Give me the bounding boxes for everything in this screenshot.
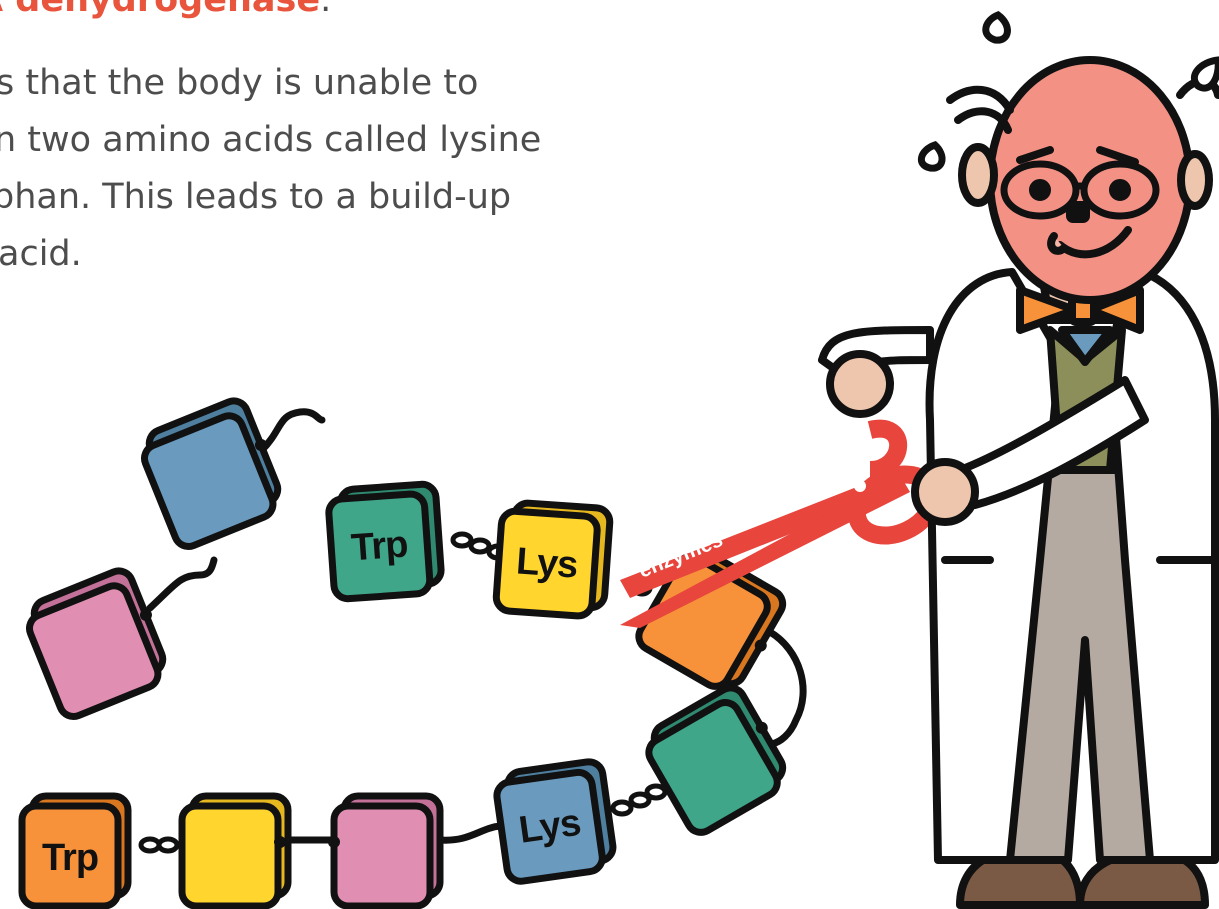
pink-block-bottom bbox=[328, 796, 440, 906]
right-hand bbox=[915, 462, 975, 522]
sweat-drop-right bbox=[1194, 60, 1218, 88]
pink-block-loose bbox=[21, 564, 177, 720]
trp-label-bottom: Trp bbox=[42, 837, 98, 879]
yellow-block-bottom bbox=[182, 796, 288, 906]
lys-label-top: Lys bbox=[515, 540, 579, 586]
eye-left bbox=[1033, 183, 1047, 197]
left-hand bbox=[830, 354, 890, 414]
nose bbox=[1070, 205, 1086, 219]
trp-label-top: Trp bbox=[350, 524, 409, 570]
chain-orange-teal bbox=[770, 632, 803, 744]
loose-chain-pink bbox=[150, 560, 214, 608]
lys-block-bottom: Lys bbox=[494, 760, 616, 883]
sweat-drop-top bbox=[986, 15, 1008, 40]
lys-label-bottom: Lys bbox=[516, 802, 582, 852]
ring bbox=[159, 839, 177, 851]
ring bbox=[453, 534, 471, 546]
ear-right bbox=[1181, 154, 1209, 206]
scissor-handle-top bbox=[870, 429, 898, 470]
ear-left bbox=[962, 147, 994, 203]
scissor-pivot bbox=[854, 480, 866, 492]
sweat-drop-left bbox=[921, 145, 942, 168]
lys-block-top: Lys bbox=[495, 501, 610, 617]
ring bbox=[613, 802, 631, 814]
chain-pink-lys bbox=[440, 826, 500, 840]
ring bbox=[141, 839, 159, 851]
trp-block-bottom: Trp bbox=[22, 796, 128, 906]
trp-block-top: Trp bbox=[327, 483, 442, 599]
loose-chain-top bbox=[262, 412, 322, 450]
ring bbox=[471, 540, 489, 552]
ring bbox=[647, 786, 665, 798]
blue-block-loose bbox=[136, 394, 292, 550]
teal-block bbox=[639, 680, 798, 838]
eye-right bbox=[1113, 183, 1127, 197]
hair-1 bbox=[950, 90, 1010, 110]
